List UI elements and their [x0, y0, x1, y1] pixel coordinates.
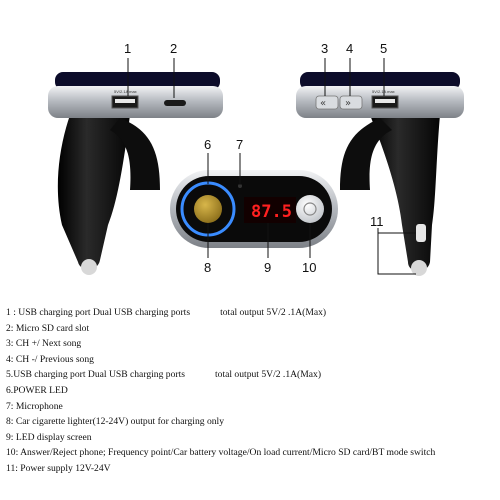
usb-port-5-tongue [375, 99, 395, 103]
usb-port-1-tongue [115, 99, 135, 103]
legend-text-10: 10: Answer/Reject phone; Frequency point… [6, 447, 436, 459]
legend-text-5: 5.USB charging port Dual USB charging po… [6, 369, 185, 381]
answer-button-10 [296, 195, 324, 223]
legend-line-9: 9: LED display screen [6, 430, 498, 446]
product-diagram: 5V/2.1A max « » 5V/2.1A max 87.5 [48, 41, 464, 276]
rewind-icon: « [320, 98, 326, 109]
left-device-arm [110, 118, 160, 190]
microphone-7 [238, 184, 242, 188]
callout-number-7: 7 [236, 137, 243, 152]
answer-button-icon [303, 202, 317, 216]
usb-port-5-label: 5V/2.1A max [372, 89, 395, 94]
center-device: 87.5 [170, 170, 338, 248]
usb-port-1-label: 5V/2.1A max [114, 89, 137, 94]
cigarette-lighter-output-8 [194, 195, 222, 223]
legend-tail-1: total output 5V/2 .1A(Max) [220, 307, 327, 318]
legend-line-3: 3: CH +/ Next song [6, 336, 498, 352]
left-device-tip [81, 259, 97, 275]
legend-line-11: 11: Power supply 12V-24V [6, 461, 498, 477]
callout-line-11 [377, 228, 416, 275]
sd-slot-2 [164, 100, 186, 106]
callout-number-3: 3 [321, 41, 328, 56]
legend-text-2: 2: Micro SD card slot [6, 322, 90, 334]
callout-number-2: 2 [170, 41, 177, 56]
legend-line-1: 1 : USB charging port Dual USB charging … [6, 305, 498, 321]
legend-text-8: 8: Car cigarette lighter(12-24V) output … [6, 416, 225, 428]
left-device: 5V/2.1A max [48, 72, 223, 275]
ch-plus-button-4 [339, 95, 363, 110]
legend-line-6: 6.POWER LED [6, 383, 498, 399]
callout-numbers: 1 2 3 4 5 6 7 8 9 10 11 [124, 41, 387, 275]
legend-line-4: 4: CH -/ Previous song [6, 352, 498, 368]
led-display-9 [244, 197, 296, 223]
callout-number-9: 9 [264, 260, 271, 275]
callout-number-11: 11 [370, 214, 384, 229]
callout-number-5: 5 [380, 41, 387, 56]
legend-line-10: 10: Answer/Reject phone; Frequency point… [6, 445, 498, 461]
callout-number-6: 6 [204, 137, 211, 152]
legend-text-1: 1 : USB charging port Dual USB charging … [6, 307, 191, 318]
legend: 1 : USB charging port Dual USB charging … [6, 305, 498, 477]
right-device-arm [340, 118, 392, 190]
callout-number-1: 1 [124, 41, 131, 56]
left-device-stem [57, 115, 131, 270]
legend-text-3: 3: CH +/ Next song [6, 338, 82, 350]
forward-icon: » [345, 98, 351, 109]
legend-line-5: 5.USB charging port Dual USB charging po… [6, 367, 498, 383]
callout-lines [127, 58, 416, 275]
right-device: « » 5V/2.1A max [296, 72, 464, 276]
callout-number-4: 4 [346, 41, 353, 56]
left-device-top [55, 72, 220, 90]
right-device-top [300, 72, 460, 90]
led-display-reading: 87.5 [251, 202, 292, 222]
legend-line-2: 2: Micro SD card slot [6, 321, 498, 337]
legend-text-7: 7: Microphone [6, 400, 63, 412]
right-device-tip [411, 260, 427, 276]
side-contact-11 [416, 224, 426, 242]
legend-line-8: 8: Car cigarette lighter(12-24V) output … [6, 414, 498, 430]
legend-text-6: 6.POWER LED [6, 384, 68, 396]
legend-tail-5: total output 5V/2 .1A(Max) [214, 369, 322, 381]
ch-minus-button-3 [315, 95, 339, 110]
callout-number-8: 8 [204, 260, 211, 275]
legend-text-11: 11: Power supply 12V-24V [6, 462, 111, 474]
callout-number-10: 10 [302, 260, 316, 275]
legend-text-4: 4: CH -/ Previous song [6, 353, 94, 365]
legend-line-7: 7: Microphone [6, 399, 498, 415]
legend-text-9: 9: LED display screen [6, 431, 92, 443]
